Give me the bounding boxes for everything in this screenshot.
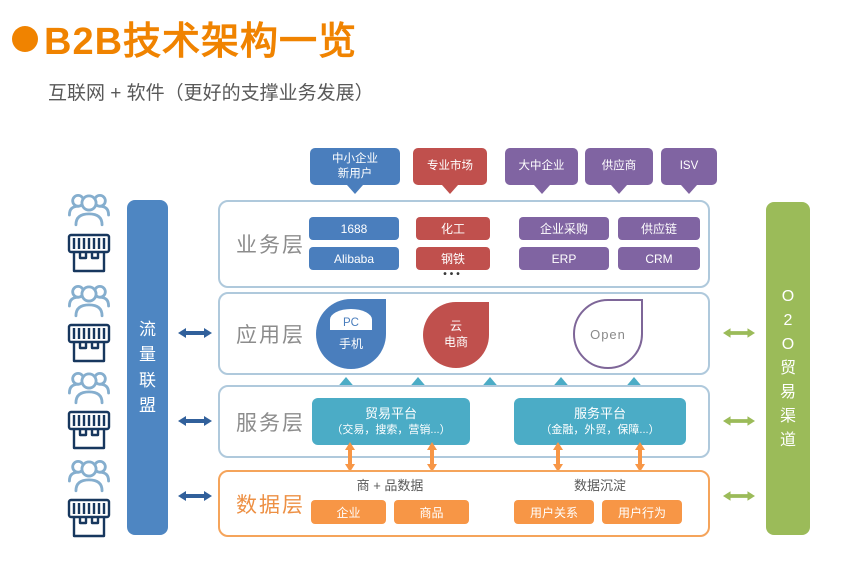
cloud-label-line2: 电商 bbox=[443, 335, 468, 349]
title-bullet-icon bbox=[12, 26, 38, 52]
vertical-double-arrow-icon bbox=[425, 442, 439, 477]
business-box-procurement: 企业采购 bbox=[519, 217, 609, 240]
more-ellipsis: ••• bbox=[443, 269, 463, 280]
service-layer-container: 服务层 贸易平台 （交易，搜索，营销...） 服务平台 （金融，外贸，保障...… bbox=[218, 385, 710, 458]
callout-line1: 专业市场 bbox=[427, 160, 473, 173]
business-box-erp: ERP bbox=[519, 247, 609, 270]
left-right-arrow-icon bbox=[178, 414, 212, 433]
data-box-commodity: 商品 bbox=[394, 500, 469, 524]
page-subtitle: 互联网 + 软件（更好的支撑业务发展） bbox=[48, 83, 374, 104]
callout-line1: ISV bbox=[679, 160, 699, 173]
business-box-chemical: 化工 bbox=[416, 217, 490, 240]
callout-line2: 新用户 bbox=[337, 167, 373, 180]
data-layer-label: 数据层 bbox=[236, 493, 305, 517]
traffic-alliance-label: 流量联盟 bbox=[138, 319, 156, 416]
service-box-service-platform: 服务平台 （金融，外贸，保障...） bbox=[514, 398, 686, 445]
business-layer-container: 业务层 1688 Alibaba 化工 钢铁 ••• 企业采购 ERP 供应链 … bbox=[218, 200, 710, 288]
business-box-1688: 1688 bbox=[309, 217, 399, 240]
left-right-arrow-icon bbox=[723, 414, 755, 433]
o2o-trade-channel-label: O2O贸易渠道 bbox=[779, 287, 796, 449]
cloud-label-line1: 云 bbox=[449, 319, 462, 334]
callout-supplier: 供应商 bbox=[585, 148, 653, 194]
mobile-label: 手机 bbox=[338, 337, 363, 351]
business-box-supply-chain: 供应链 bbox=[618, 217, 700, 240]
application-layer-label: 应用层 bbox=[236, 323, 305, 347]
vertical-double-arrow-icon bbox=[343, 442, 357, 477]
app-item-cloud-ecommerce: 云 电商 bbox=[423, 302, 489, 368]
traffic-alliance-bar: 流量联盟 bbox=[127, 200, 168, 535]
open-label: Open bbox=[590, 326, 626, 342]
data-box-user-behavior: 用户行为 bbox=[602, 500, 682, 524]
page-title: B2B技术架构一览 bbox=[44, 21, 358, 63]
business-box-crm: CRM bbox=[618, 247, 700, 270]
callout-sme-new-user: 中小企业 新用户 bbox=[310, 148, 400, 194]
business-box-alibaba: Alibaba bbox=[309, 247, 399, 270]
data-group-title: 数据沉淀 bbox=[573, 478, 626, 493]
service-subtitle: （交易，搜索，营销...） bbox=[331, 423, 451, 436]
left-right-arrow-icon bbox=[178, 489, 212, 508]
left-right-arrow-icon bbox=[178, 326, 212, 345]
business-layer-label: 业务层 bbox=[236, 234, 305, 257]
service-layer-label: 服务层 bbox=[236, 411, 305, 435]
left-right-arrow-icon bbox=[723, 489, 755, 508]
data-box-enterprise: 企业 bbox=[311, 500, 386, 524]
service-box-trade-platform: 贸易平台 （交易，搜索，营销...） bbox=[312, 398, 470, 445]
users-group-icon bbox=[62, 369, 116, 406]
callout-line1: 大中企业 bbox=[518, 160, 565, 173]
users-group-icon bbox=[62, 191, 116, 228]
users-group-icon bbox=[62, 457, 116, 494]
callout-line1: 中小企业 bbox=[332, 153, 378, 166]
left-right-arrow-icon bbox=[723, 326, 755, 345]
users-group-icon bbox=[62, 282, 116, 319]
application-layer-container: 应用层 PC 手机 云 电商 Open bbox=[218, 292, 710, 375]
vertical-double-arrow-icon bbox=[633, 442, 647, 477]
business-box-steel: 钢铁 bbox=[416, 247, 490, 270]
vertical-double-arrow-icon bbox=[551, 442, 565, 477]
storefront-icon bbox=[62, 410, 116, 452]
storefront-icon bbox=[62, 498, 116, 540]
callout-large-enterprise: 大中企业 bbox=[505, 148, 578, 194]
callout-isv: ISV bbox=[661, 148, 717, 194]
data-layer-container: 数据层 商 + 品数据 数据沉淀 企业 商品 用户关系 用户行为 bbox=[218, 470, 710, 537]
app-item-pc-mobile: PC 手机 bbox=[316, 299, 386, 369]
storefront-icon bbox=[62, 233, 116, 275]
callout-professional-market: 专业市场 bbox=[413, 148, 487, 194]
data-box-user-relation: 用户关系 bbox=[514, 500, 594, 524]
callout-line1: 供应商 bbox=[601, 160, 637, 173]
service-title: 贸易平台 bbox=[364, 405, 417, 421]
app-item-open: Open bbox=[573, 299, 643, 369]
data-group-title: 商 + 品数据 bbox=[356, 478, 424, 493]
storefront-icon bbox=[62, 323, 116, 365]
o2o-trade-channel-bar: O2O贸易渠道 bbox=[766, 202, 810, 535]
service-title: 服务平台 bbox=[573, 405, 626, 421]
service-subtitle: （金融，外贸，保障...） bbox=[540, 423, 660, 436]
pc-dome: PC bbox=[330, 309, 372, 330]
